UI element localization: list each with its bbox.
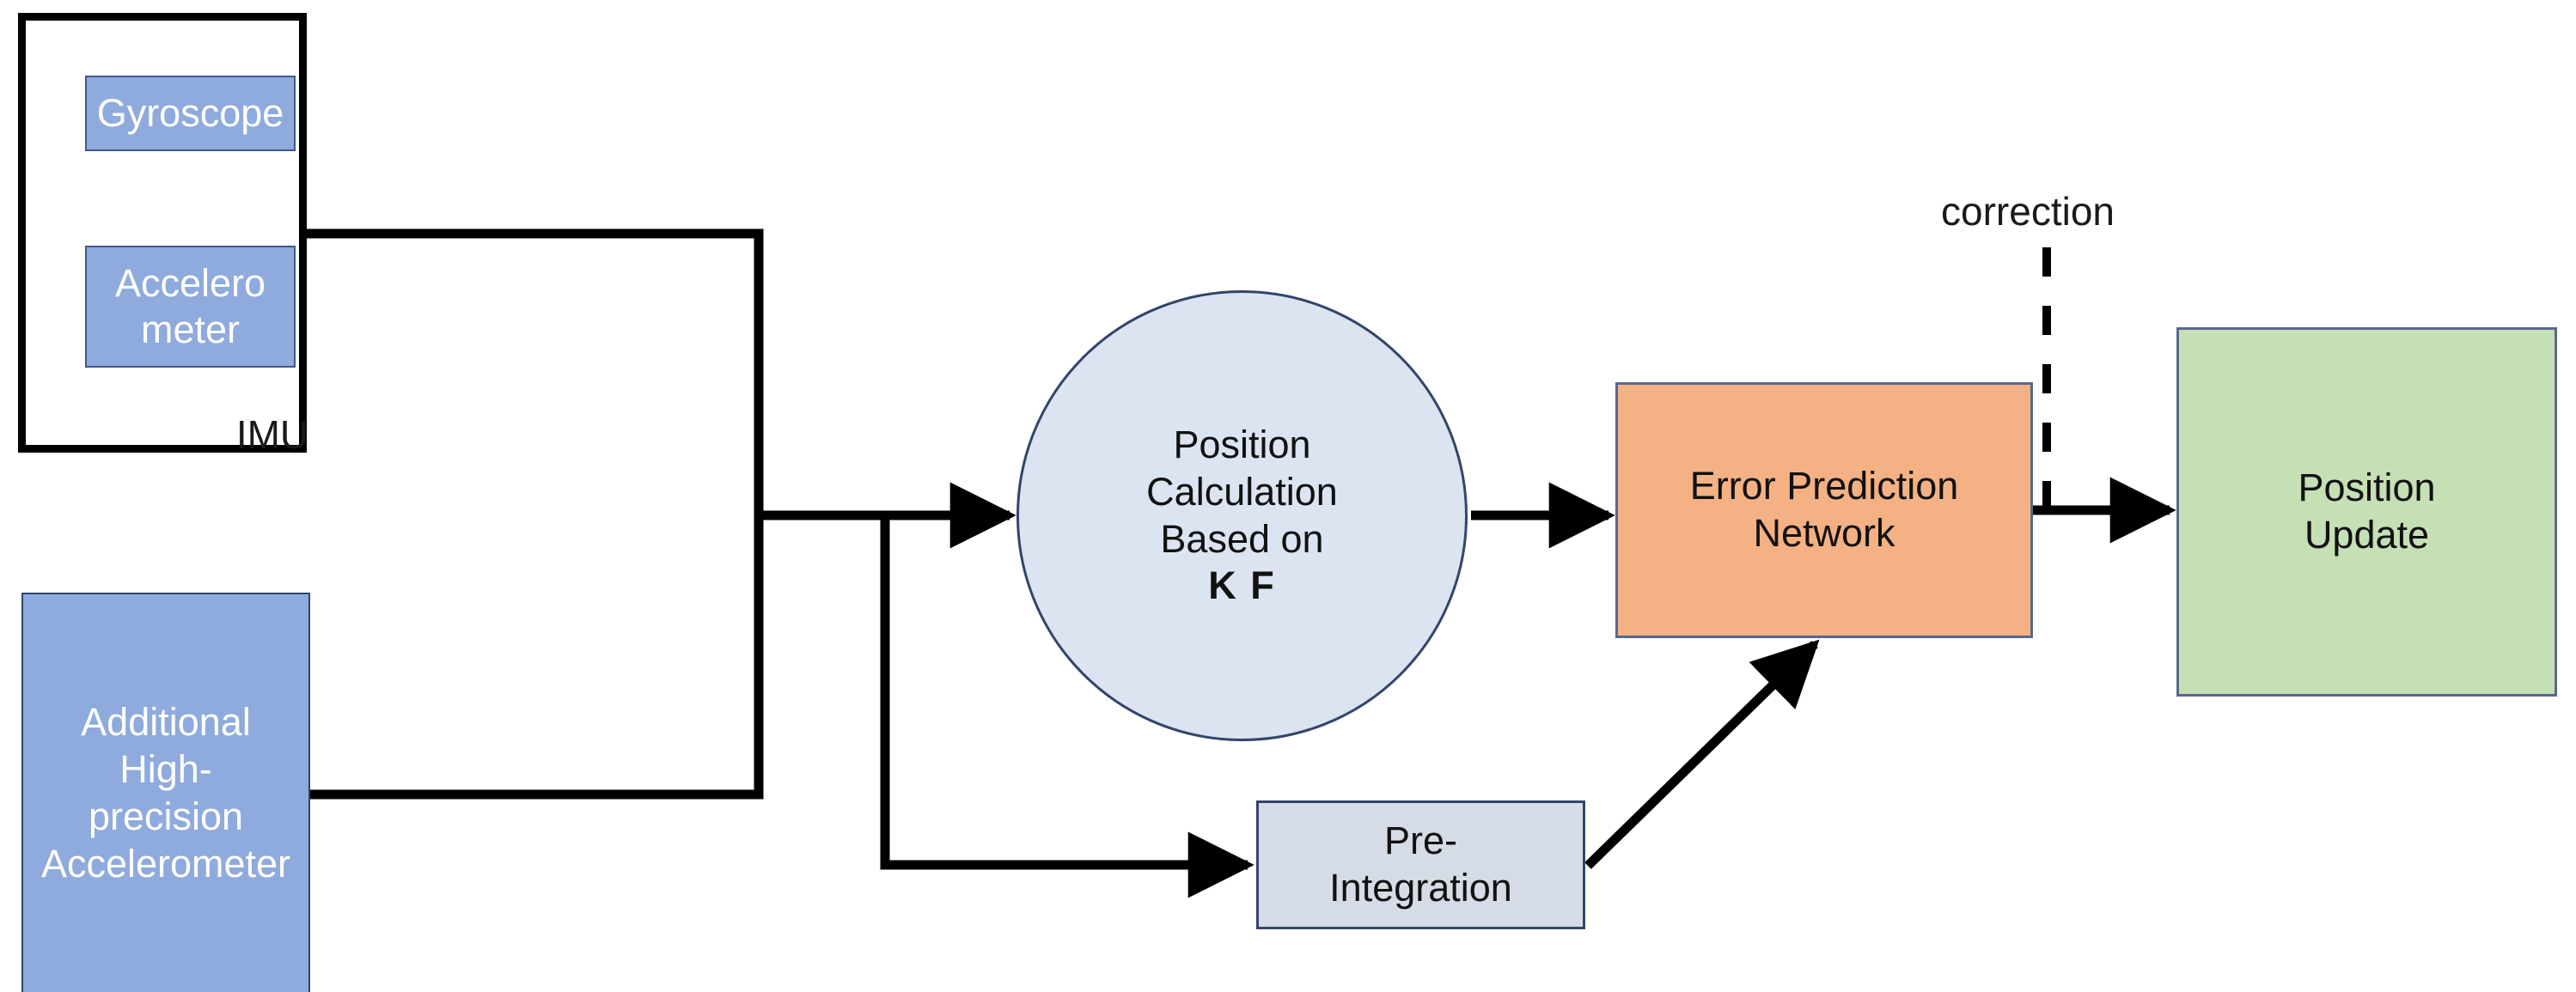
accelerometer-block[interactable]: Accelero meter xyxy=(85,246,296,368)
imu-group[interactable]: Gyroscope Accelero meter IMU xyxy=(18,13,308,457)
kf-label-line2: Calculation xyxy=(1146,469,1338,514)
edge-imu-to-bus xyxy=(307,228,764,515)
high-precision-accelerometer-label-line2: precision xyxy=(88,794,244,838)
position-update-label-line1: Position xyxy=(2298,466,2436,510)
position-calculation-kf-node[interactable]: Position Calculation Based on K F xyxy=(1016,290,1468,741)
edge-accel-to-bus xyxy=(310,515,764,800)
gyroscope-label: Gyroscope xyxy=(96,91,284,135)
imu-group-label: IMU xyxy=(235,411,309,457)
high-precision-accelerometer-block[interactable]: Additional High- precision Accelerometer xyxy=(21,593,310,992)
accelerometer-label-line2: meter xyxy=(140,307,240,351)
position-update-block[interactable]: Position Update xyxy=(2176,327,2557,697)
gyroscope-block[interactable]: Gyroscope xyxy=(85,76,296,151)
correction-edge-label: correction xyxy=(1941,188,2115,234)
position-update-label-line2: Update xyxy=(2304,513,2430,557)
kf-label-line4: K F xyxy=(1208,563,1276,608)
pre-integration-block[interactable]: Pre- Integration xyxy=(1256,800,1585,929)
kf-label-line1: Position xyxy=(1173,422,1311,466)
error-prediction-network-label-line1: Error Prediction xyxy=(1689,464,1959,508)
edge-preintegration-to-epn xyxy=(1584,639,1820,869)
high-precision-accelerometer-label-line3: Accelerometer xyxy=(40,841,291,885)
kf-label-line3: Based on xyxy=(1160,516,1324,561)
error-prediction-network-block[interactable]: Error Prediction Network xyxy=(1615,382,2033,638)
pre-integration-label-line1: Pre- xyxy=(1383,819,1457,863)
accelerometer-label-line1: Accelero xyxy=(114,261,266,305)
error-prediction-network-label-line2: Network xyxy=(1753,511,1895,555)
pre-integration-label-line2: Integration xyxy=(1329,866,1512,910)
high-precision-accelerometer-label-line1: Additional High- xyxy=(81,700,251,792)
